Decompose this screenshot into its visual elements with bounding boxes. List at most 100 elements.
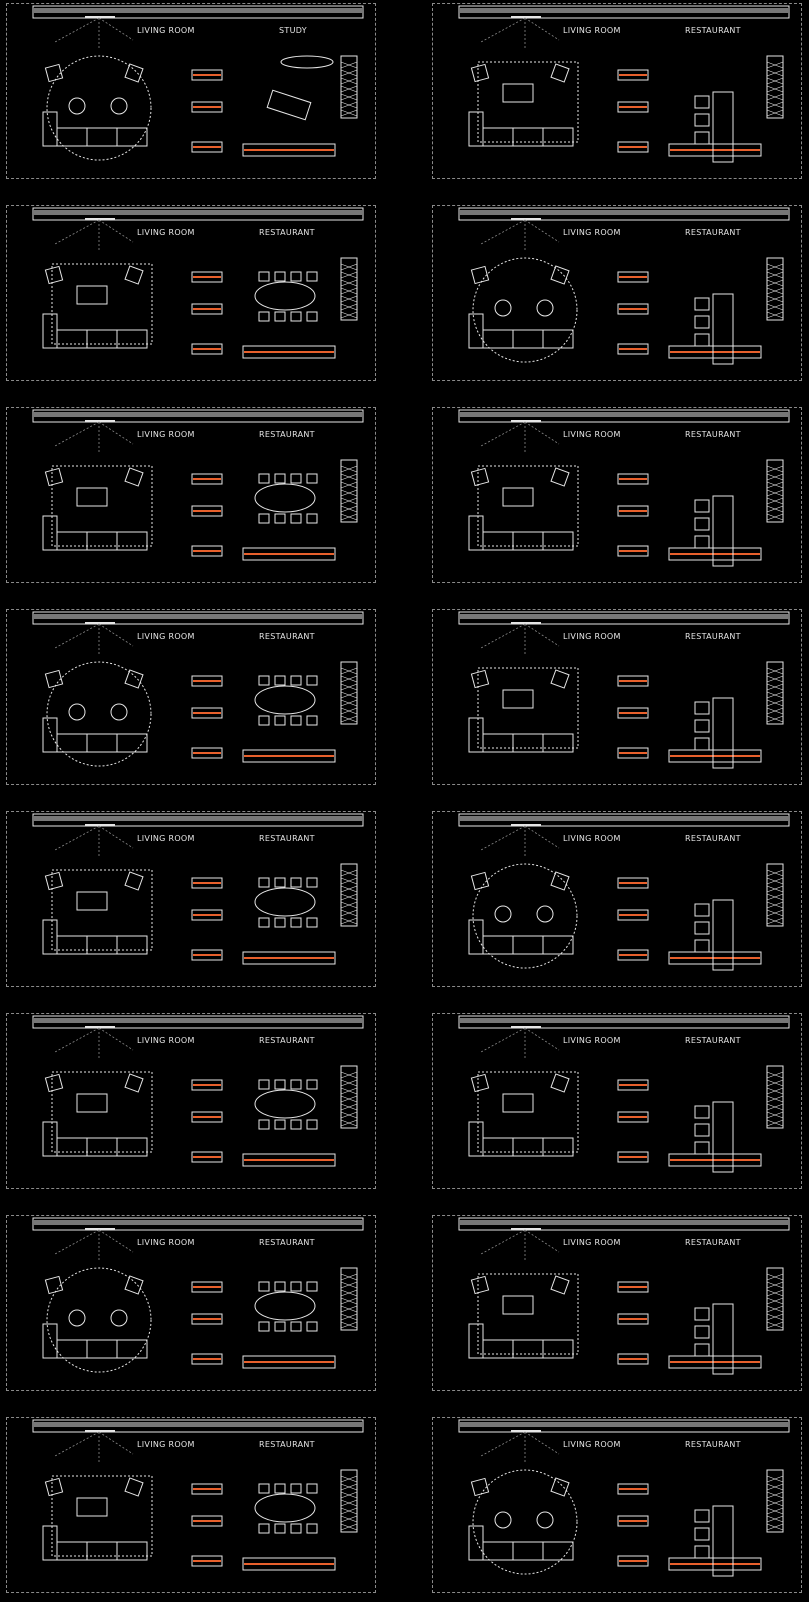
living-zone xyxy=(468,1071,579,1157)
right-zone-label: RESTAURANT xyxy=(259,430,315,439)
right-zone-label: RESTAURANT xyxy=(685,430,741,439)
window-strip xyxy=(458,1015,790,1029)
living-room-label: LIVING ROOM xyxy=(137,1238,195,1247)
storage-cabinets xyxy=(191,271,223,355)
wine-rack xyxy=(766,863,784,927)
plan-drawing xyxy=(32,5,364,161)
sideboard xyxy=(668,1355,762,1369)
view-lines xyxy=(54,17,134,48)
sideboard xyxy=(242,749,336,763)
view-lines xyxy=(480,623,560,654)
sideboard xyxy=(242,143,336,157)
view-lines xyxy=(54,219,134,250)
dining-set xyxy=(694,495,734,567)
plan-panel: LIVING ROOM RESTAURANT xyxy=(6,609,376,785)
wine-rack xyxy=(766,257,784,321)
right-zone-label: RESTAURANT xyxy=(259,632,315,641)
wine-rack xyxy=(340,1267,358,1331)
storage-cabinets xyxy=(191,1281,223,1365)
plan-drawing xyxy=(458,207,790,365)
sideboard xyxy=(668,547,762,561)
living-room-label: LIVING ROOM xyxy=(563,26,621,35)
plan-drawing xyxy=(458,409,790,567)
view-lines xyxy=(54,1229,134,1260)
dining-set xyxy=(254,675,318,726)
dining-set xyxy=(694,1505,734,1577)
plan-panel: LIVING ROOM RESTAURANT xyxy=(432,3,802,179)
view-lines xyxy=(54,623,134,654)
view-lines xyxy=(480,219,560,250)
living-zone xyxy=(468,667,579,753)
plan-drawing xyxy=(32,813,364,965)
plan-drawing xyxy=(32,1419,364,1571)
storage-cabinets xyxy=(617,877,649,961)
view-lines xyxy=(480,421,560,452)
wine-rack xyxy=(766,459,784,523)
dining-set xyxy=(694,1303,734,1375)
plan-drawing xyxy=(32,1015,364,1167)
right-zone-label: RESTAURANT xyxy=(685,632,741,641)
window-strip xyxy=(458,611,790,625)
view-lines xyxy=(480,825,560,856)
living-room-label: LIVING ROOM xyxy=(137,430,195,439)
right-zone-label: RESTAURANT xyxy=(685,26,741,35)
sideboard xyxy=(668,1557,762,1571)
view-lines xyxy=(54,421,134,452)
window-strip xyxy=(458,409,790,423)
dining-set xyxy=(694,697,734,769)
living-zone xyxy=(468,465,579,551)
living-zone xyxy=(42,1267,152,1373)
living-room-label: LIVING ROOM xyxy=(563,430,621,439)
storage-cabinets xyxy=(617,1281,649,1365)
dining-set xyxy=(254,877,318,928)
living-zone xyxy=(468,863,578,969)
right-zone-label: RESTAURANT xyxy=(685,1036,741,1045)
sideboard xyxy=(242,345,336,359)
living-zone xyxy=(42,55,152,161)
right-zone-label: RESTAURANT xyxy=(685,1238,741,1247)
storage-cabinets xyxy=(191,675,223,759)
living-zone xyxy=(468,61,579,147)
living-room-label: LIVING ROOM xyxy=(563,1238,621,1247)
wine-rack xyxy=(340,863,358,927)
right-zone-label: RESTAURANT xyxy=(259,1238,315,1247)
living-zone xyxy=(468,257,578,363)
plan-drawing xyxy=(458,1419,790,1577)
dining-set xyxy=(694,899,734,971)
sideboard xyxy=(668,951,762,965)
window-strip xyxy=(32,1419,364,1433)
window-strip xyxy=(32,207,364,221)
plan-drawing xyxy=(32,409,364,561)
storage-cabinets xyxy=(617,1483,649,1567)
plan-panel: LIVING ROOM RESTAURANT xyxy=(432,1013,802,1189)
window-strip xyxy=(32,409,364,423)
dining-set xyxy=(254,271,318,322)
window-strip xyxy=(32,1217,364,1231)
sideboard xyxy=(242,951,336,965)
window-strip xyxy=(458,5,790,19)
view-lines xyxy=(54,1027,134,1058)
living-room-label: LIVING ROOM xyxy=(137,632,195,641)
sideboard xyxy=(242,1355,336,1369)
dining-set xyxy=(254,1281,318,1332)
living-zone xyxy=(42,661,152,767)
view-lines xyxy=(54,825,134,856)
view-lines xyxy=(480,1229,560,1260)
window-strip xyxy=(32,5,364,19)
window-strip xyxy=(32,611,364,625)
living-room-label: LIVING ROOM xyxy=(137,1036,195,1045)
sideboard xyxy=(242,1557,336,1571)
living-room-label: LIVING ROOM xyxy=(563,228,621,237)
wine-rack xyxy=(340,1469,358,1533)
living-room-label: LIVING ROOM xyxy=(563,1036,621,1045)
living-zone xyxy=(42,1071,153,1157)
living-room-label: LIVING ROOM xyxy=(563,1440,621,1449)
storage-cabinets xyxy=(191,69,223,153)
living-room-label: LIVING ROOM xyxy=(563,632,621,641)
window-strip xyxy=(458,1419,790,1433)
